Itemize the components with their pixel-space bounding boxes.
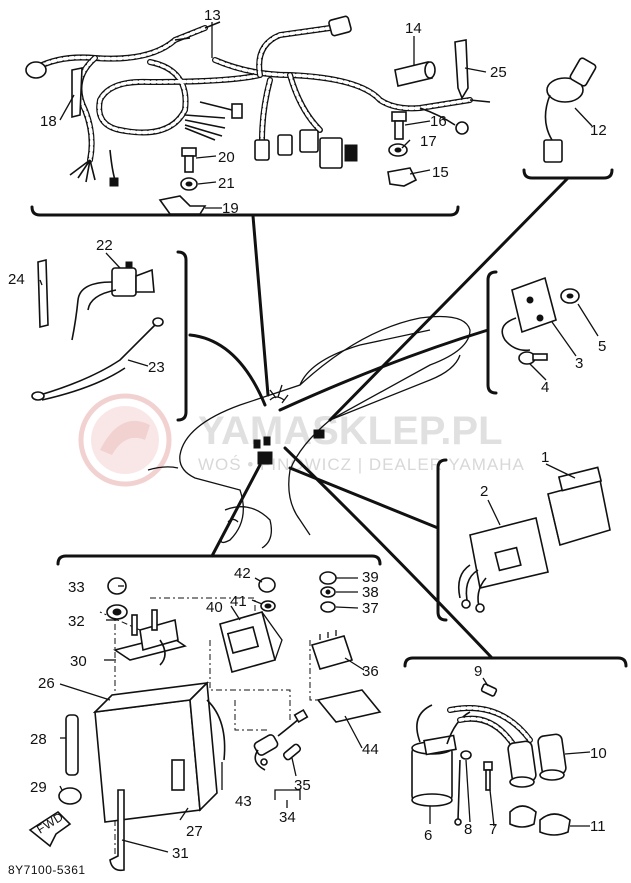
callout-1: 1 xyxy=(541,449,549,466)
callout-11: 11 xyxy=(590,818,606,835)
callout-24: 24 xyxy=(8,271,25,288)
callout-9: 9 xyxy=(474,663,482,680)
damper-29 xyxy=(58,787,82,805)
washer-38 xyxy=(320,586,336,598)
nut-33 xyxy=(107,577,127,595)
callout-31: 31 xyxy=(172,845,189,862)
strap-24 xyxy=(37,258,49,329)
part-8 xyxy=(454,750,472,826)
callout-42: 42 xyxy=(234,565,251,582)
strap-31 xyxy=(109,789,125,872)
callout-41: 41 xyxy=(230,593,247,610)
callout-22: 22 xyxy=(96,237,113,254)
callout-43: 43 xyxy=(235,793,252,810)
callout-3: 3 xyxy=(575,355,583,372)
bolt-16 xyxy=(391,111,407,140)
watermark: YAMASKLEP.PL WOŚ • FINOWICZ | DEALER YAM… xyxy=(78,393,525,487)
callout-44: 44 xyxy=(362,741,379,758)
washer-37 xyxy=(320,601,336,613)
wire-harness-13 xyxy=(25,15,491,187)
callout-32: 32 xyxy=(68,613,85,630)
callout-18: 18 xyxy=(40,113,57,130)
cap-39 xyxy=(319,571,337,585)
motorcycle-outline xyxy=(147,315,471,549)
callout-13: 13 xyxy=(204,7,221,24)
washer-32 xyxy=(106,604,128,620)
callout-40: 40 xyxy=(206,599,223,616)
watermark-tagline: WOŚ • FINOWICZ | DEALER YAMAHA xyxy=(198,455,525,474)
relay-40 xyxy=(219,611,283,673)
lead-wire-23 xyxy=(31,317,164,401)
callout-21: 21 xyxy=(218,175,235,192)
tube-28 xyxy=(65,714,79,776)
bolt-20 xyxy=(181,147,197,173)
callout-26: 26 xyxy=(38,675,55,692)
bracket-30 xyxy=(113,609,187,666)
washer-41 xyxy=(260,600,276,612)
callout-17: 17 xyxy=(420,133,437,150)
fuse-35 xyxy=(282,743,302,761)
cdi-unit-1 xyxy=(547,466,611,547)
plate-44 xyxy=(316,689,382,723)
bolt-4 xyxy=(518,351,548,365)
callout-15: 15 xyxy=(432,164,449,181)
battery-26 xyxy=(92,681,226,823)
callout-19: 19 xyxy=(222,200,239,217)
callout-30: 30 xyxy=(70,653,87,670)
watermark-brand: YAMASKLEP.PL xyxy=(198,409,503,453)
callout-28: 28 xyxy=(30,731,47,748)
callout-29: 29 xyxy=(30,779,47,796)
switch-22 xyxy=(71,261,155,341)
fuse-34 xyxy=(253,708,309,771)
callout-numbers: 1 2 3 4 5 6 7 8 9 10 11 12 13 14 15 16 1… xyxy=(8,7,607,862)
nut-5 xyxy=(560,288,580,304)
nut-21 xyxy=(180,177,198,191)
grommet-14 xyxy=(394,61,436,87)
callout-36: 36 xyxy=(362,663,379,680)
plug-caps-10 xyxy=(507,733,567,788)
callout-34: 34 xyxy=(279,809,296,826)
callout-2: 2 xyxy=(480,483,488,500)
caps-11 xyxy=(509,805,571,836)
callout-33: 33 xyxy=(68,579,85,596)
rectifier-2 xyxy=(457,517,549,613)
callout-16: 16 xyxy=(430,113,447,130)
callout-37: 37 xyxy=(362,600,379,617)
callout-20: 20 xyxy=(218,149,235,166)
part-code: 8Y7100-5361 xyxy=(8,863,86,877)
band-25 xyxy=(454,39,469,100)
callout-6: 6 xyxy=(424,827,432,844)
callout-23: 23 xyxy=(148,359,165,376)
callout-7: 7 xyxy=(489,821,497,838)
callout-25: 25 xyxy=(490,64,507,81)
clamp-15 xyxy=(387,167,418,187)
ignition-switch-12 xyxy=(543,57,597,163)
clamp-19 xyxy=(158,195,207,215)
callout-35: 35 xyxy=(294,777,311,794)
callout-10: 10 xyxy=(590,745,607,762)
regulator-3 xyxy=(501,276,557,352)
bolt-7 xyxy=(483,761,493,791)
fuse-holder-36 xyxy=(310,630,354,670)
group-leaders xyxy=(188,176,570,660)
callout-5: 5 xyxy=(598,338,606,355)
callout-leaders xyxy=(39,22,599,853)
callout-4: 4 xyxy=(541,379,549,396)
callout-8: 8 xyxy=(464,821,472,838)
watermark-logo xyxy=(78,393,172,487)
callout-27: 27 xyxy=(186,823,203,840)
nut-42 xyxy=(258,577,276,593)
fwd-arrow: FWD xyxy=(28,809,72,848)
callout-38: 38 xyxy=(362,584,379,601)
ignition-coil-6 xyxy=(411,704,471,807)
callout-39: 39 xyxy=(362,569,379,586)
cable-strap-18 xyxy=(71,67,83,119)
callout-12: 12 xyxy=(590,122,607,139)
callout-14: 14 xyxy=(405,20,422,37)
